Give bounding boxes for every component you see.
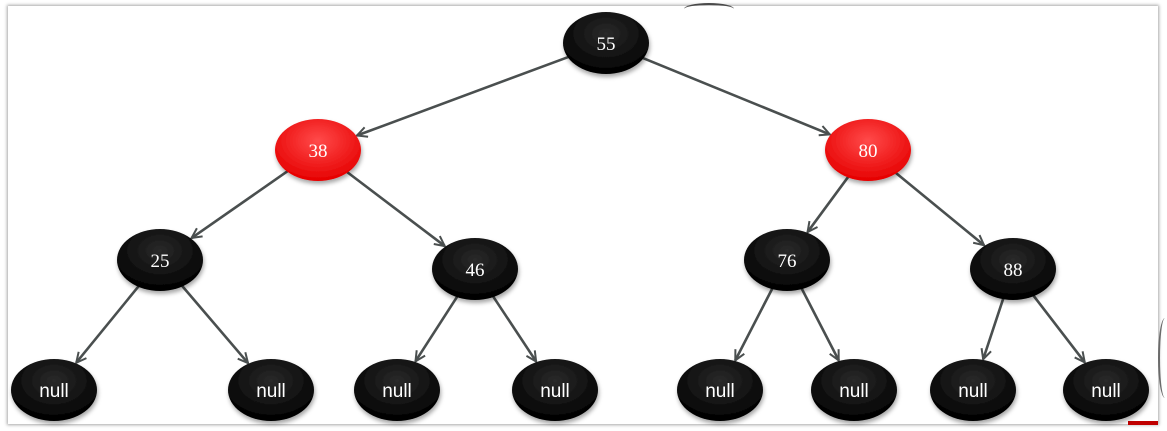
edge-n76-null5	[734, 287, 774, 360]
background-shape-arc	[684, 3, 734, 15]
edge-n46-null4	[492, 295, 536, 361]
node-circle-black	[677, 359, 763, 421]
corner-accent-mark	[1128, 421, 1158, 425]
node-circle-black	[930, 359, 1016, 421]
tree-node-null7: null	[930, 359, 1016, 421]
tree-node-null5: null	[677, 359, 763, 421]
tree-node-null1: null	[11, 359, 97, 421]
node-circle-black	[11, 359, 97, 421]
node-circle-black	[432, 238, 518, 300]
tree-node-n76: 76	[744, 229, 830, 291]
background-shape-arc-right	[1158, 318, 1167, 398]
node-label: null	[705, 381, 735, 402]
node-circle-black	[1063, 359, 1149, 421]
node-label: null	[1091, 381, 1121, 402]
node-label: 38	[309, 141, 328, 162]
tree-node-null2: null	[228, 359, 314, 421]
edge-n25-null2	[181, 285, 248, 363]
node-circle-black	[228, 359, 314, 421]
edge-n55-n38	[357, 55, 569, 136]
node-circle-black	[811, 359, 897, 421]
node-label: null	[540, 381, 570, 402]
node-label: 55	[597, 34, 616, 55]
tree-node-null4: null	[512, 359, 598, 421]
tree-node-null3: null	[354, 359, 440, 421]
node-circle-black	[117, 229, 203, 291]
node-circle-red	[275, 119, 361, 181]
tree-node-null8: null	[1063, 359, 1149, 421]
tree-node-n55: 55	[563, 12, 649, 74]
tree-node-n38: 38	[275, 119, 361, 181]
node-label: 46	[466, 260, 485, 281]
edge-n46-null3	[415, 295, 459, 362]
node-circle-red	[825, 119, 911, 181]
edge-n38-n46	[346, 170, 445, 246]
tree-node-n80: 80	[825, 119, 911, 181]
node-label: 88	[1004, 260, 1023, 281]
node-circle-black	[744, 229, 830, 291]
edge-n88-null7	[983, 298, 1005, 360]
edge-n80-n88	[894, 171, 984, 245]
edge-n55-n80	[642, 56, 830, 134]
edge-n76-null6	[800, 287, 840, 360]
tree-node-null6: null	[811, 359, 897, 421]
edge-n25-null1	[76, 285, 140, 363]
tree-node-n25: 25	[117, 229, 203, 291]
node-label: 80	[859, 141, 878, 162]
edge-n88-null8	[1032, 294, 1084, 363]
node-label: null	[958, 381, 988, 402]
node-label: null	[382, 381, 412, 402]
diagram-frame	[8, 6, 1158, 424]
node-circle-black	[354, 359, 440, 421]
tree-node-n88: 88	[970, 238, 1056, 300]
node-label: 25	[151, 251, 170, 272]
node-label: null	[39, 381, 69, 402]
edge-n80-n76	[808, 176, 850, 232]
node-label: 76	[778, 251, 797, 272]
edge-n38-n25	[192, 170, 289, 238]
node-circle-black	[970, 238, 1056, 300]
node-circle-black	[563, 12, 649, 74]
node-circle-black	[512, 359, 598, 421]
tree-node-n46: 46	[432, 238, 518, 300]
node-label: null	[839, 381, 869, 402]
node-label: null	[256, 381, 286, 402]
